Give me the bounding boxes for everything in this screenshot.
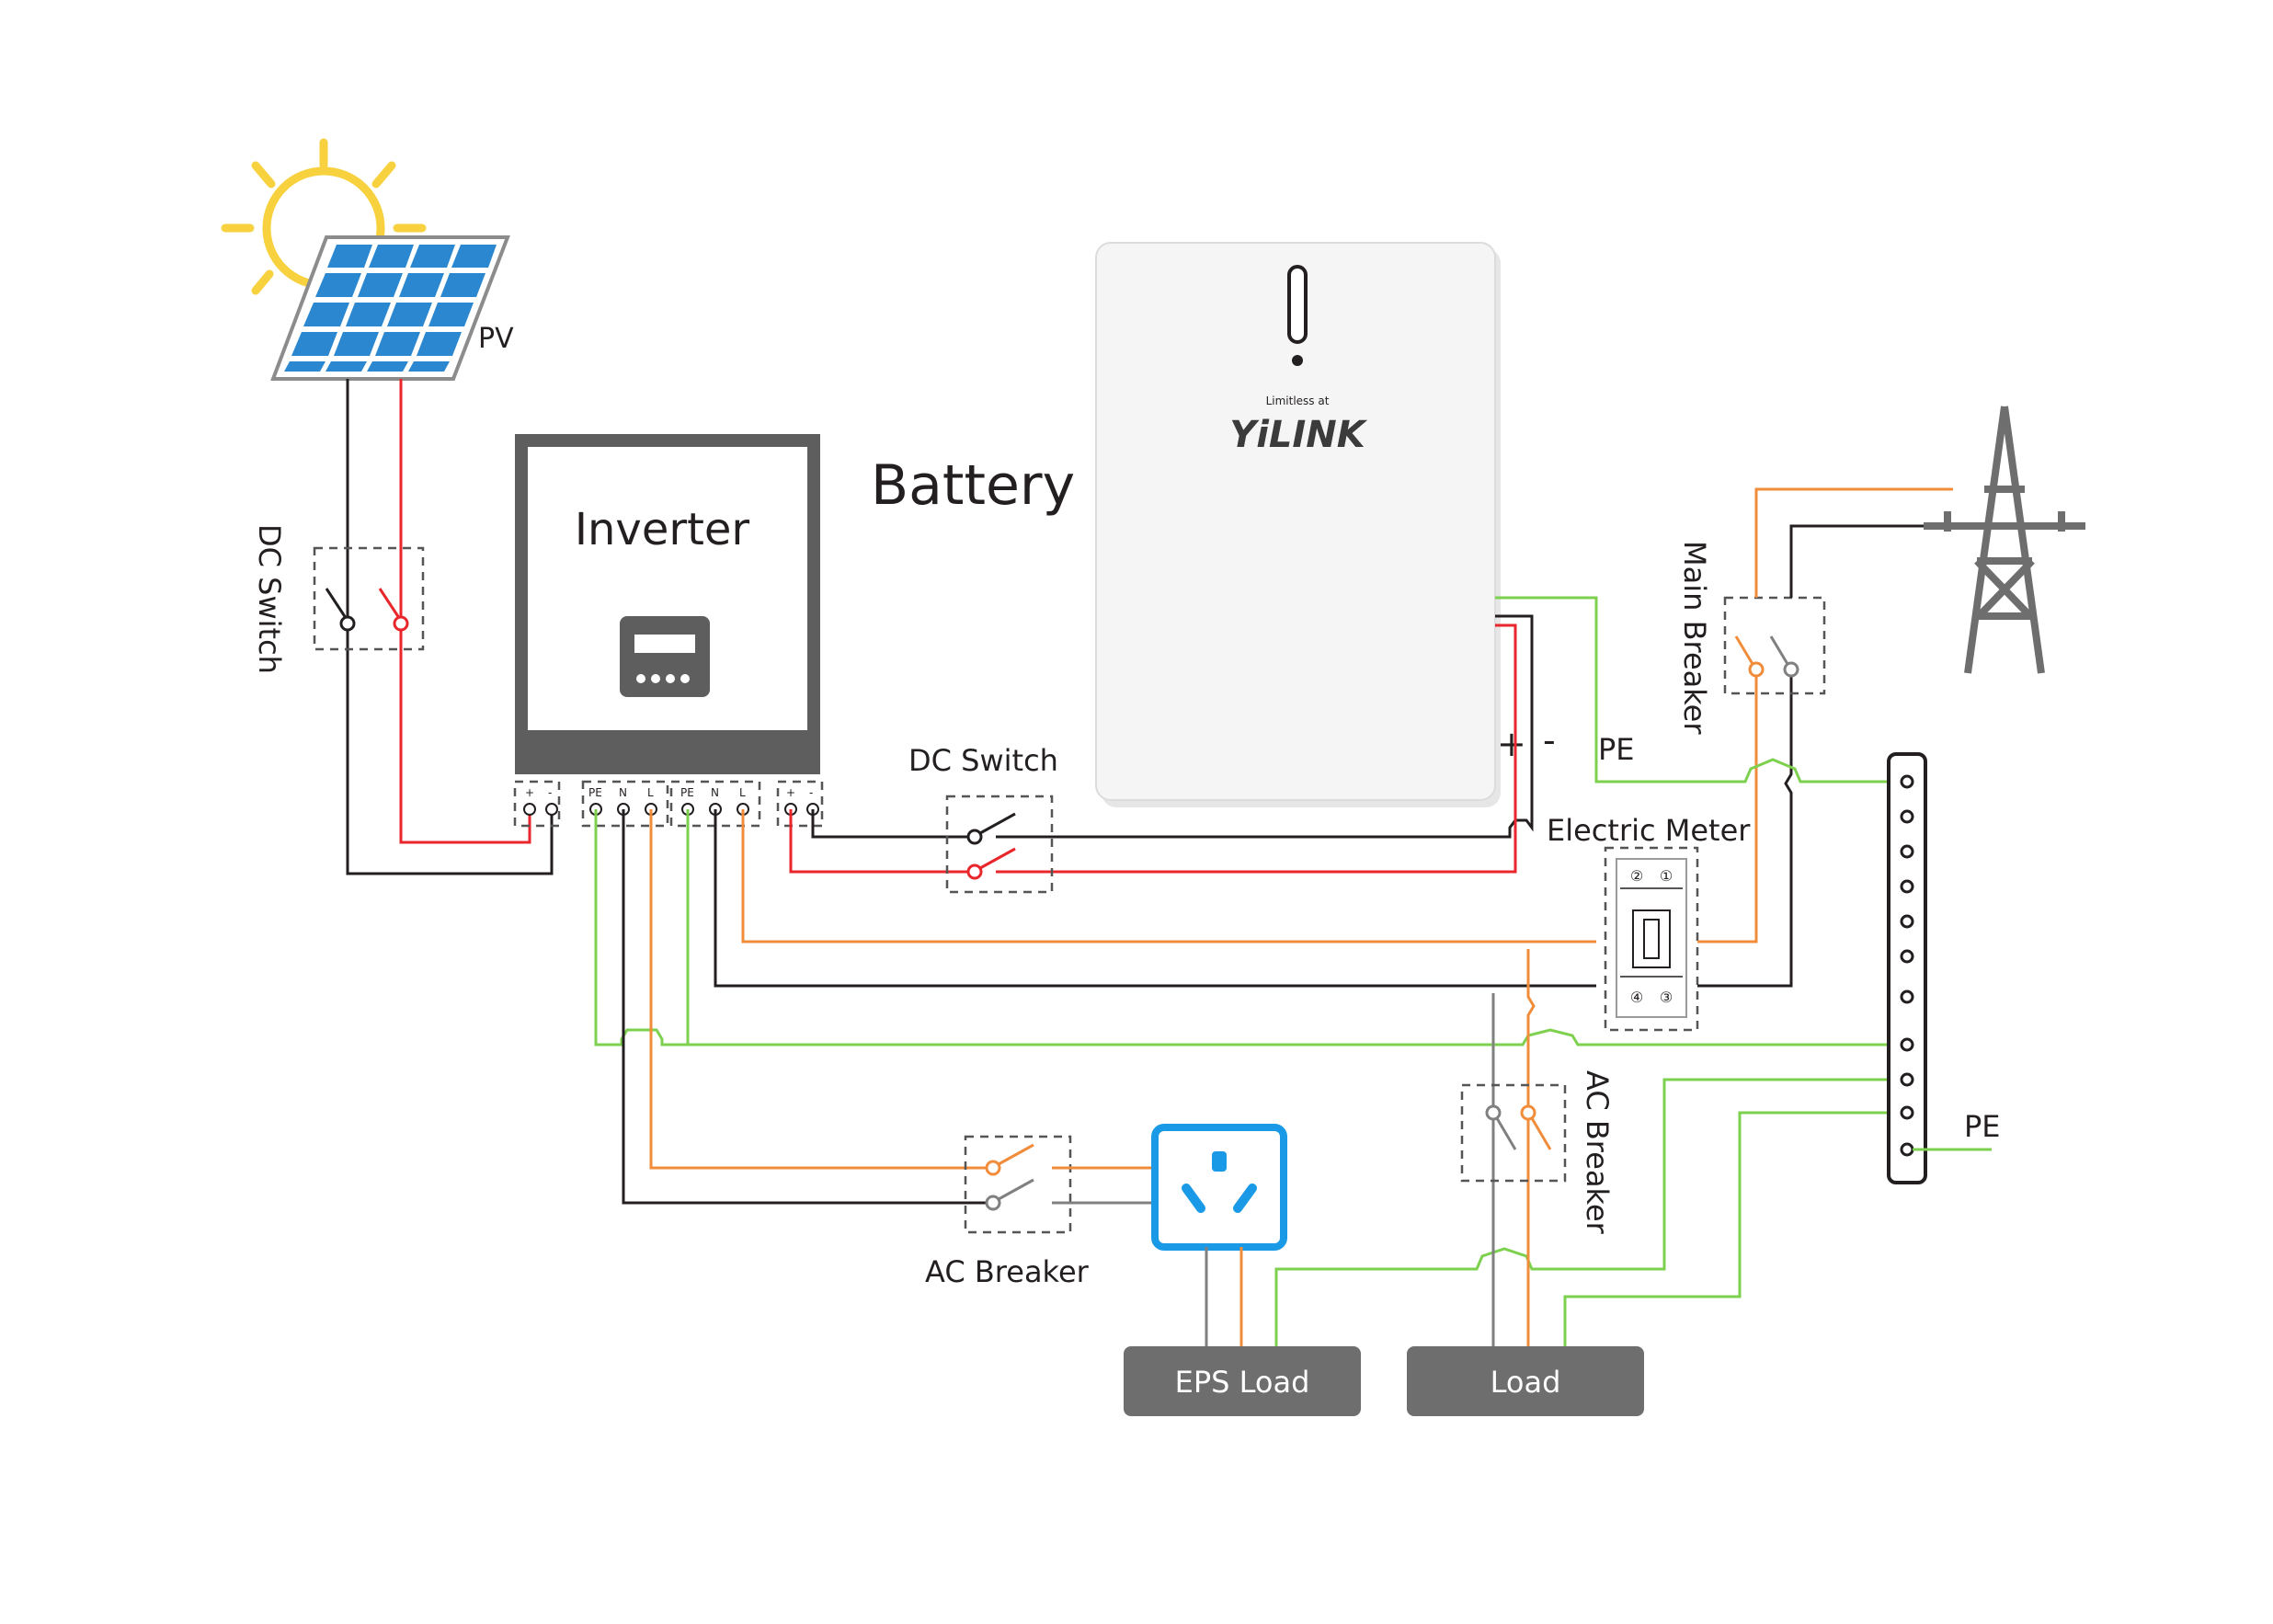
transmission-tower-icon xyxy=(1924,406,2085,674)
dc-switch-battery-label: DC Switch xyxy=(908,743,1058,778)
battery-minus-label: - xyxy=(1543,720,1556,761)
terminal-pv-plus: + xyxy=(525,786,534,799)
battery-plus-label: + xyxy=(1497,724,1526,764)
ac-breaker-load-label: AC Breaker xyxy=(1580,1070,1615,1235)
terminal-eps-pe: PE xyxy=(680,786,694,799)
battery-unit xyxy=(1095,242,1501,807)
switch-icon xyxy=(1485,1104,1552,1150)
terminal-grid-l: L xyxy=(647,786,654,799)
switch-icon xyxy=(966,812,1016,880)
main-breaker xyxy=(1723,596,1826,695)
inverter-terminals: + - PE N L PE N L + - xyxy=(513,780,824,828)
meter-icon xyxy=(1604,846,1699,1032)
pv-label: PV xyxy=(478,323,514,355)
meter-terminal-2: ② xyxy=(1630,867,1643,885)
main-breaker-label: Main Breaker xyxy=(1677,541,1712,735)
meter-terminal-1: ① xyxy=(1660,867,1673,885)
ac-breaker-eps-label: AC Breaker xyxy=(925,1254,1090,1289)
ac-breaker-load xyxy=(1460,1083,1567,1183)
load-box xyxy=(1407,1346,1644,1416)
battery-brand: YiLINK xyxy=(1229,414,1368,456)
battery-label: Battery xyxy=(871,453,1075,518)
pe-bus-bar xyxy=(1887,752,1927,1184)
switch-icon xyxy=(1734,635,1799,678)
electric-meter-label: Electric Meter xyxy=(1547,813,1751,848)
dc-switch-battery xyxy=(945,795,1054,894)
terminal-bat-plus: + xyxy=(786,786,795,799)
inverter-label: Inverter xyxy=(575,504,750,555)
pe-battery-label: PE xyxy=(1598,732,1635,767)
terminal-eps-l: L xyxy=(739,786,746,799)
inverter xyxy=(515,434,820,774)
switch-icon xyxy=(325,588,409,632)
dc-switch-pv-label: DC Switch xyxy=(252,524,287,674)
socket-icon xyxy=(1151,1124,1287,1251)
meter-terminal-3: ③ xyxy=(1660,989,1673,1006)
terminal-bat-minus: - xyxy=(809,786,813,799)
meter-terminal-4: ④ xyxy=(1630,989,1643,1006)
battery-dc-wires xyxy=(789,614,1534,874)
dc-switch-pv xyxy=(313,546,425,651)
terminal-grid-n: N xyxy=(619,786,627,799)
pe-bar-label: PE xyxy=(1964,1109,2001,1144)
eps-load-box xyxy=(1124,1346,1361,1416)
load-label: Load xyxy=(1491,1365,1561,1400)
solar-panel-icon xyxy=(270,235,510,381)
switch-icon xyxy=(985,1143,1034,1211)
ac-breaker-eps xyxy=(964,1135,1072,1234)
eps-load-label: EPS Load xyxy=(1175,1365,1310,1400)
terminal-pv-minus: - xyxy=(548,786,552,799)
terminal-eps-n: N xyxy=(711,786,719,799)
terminal-grid-pe: PE xyxy=(588,786,602,799)
battery-tagline: Limitless at xyxy=(1266,395,1330,407)
